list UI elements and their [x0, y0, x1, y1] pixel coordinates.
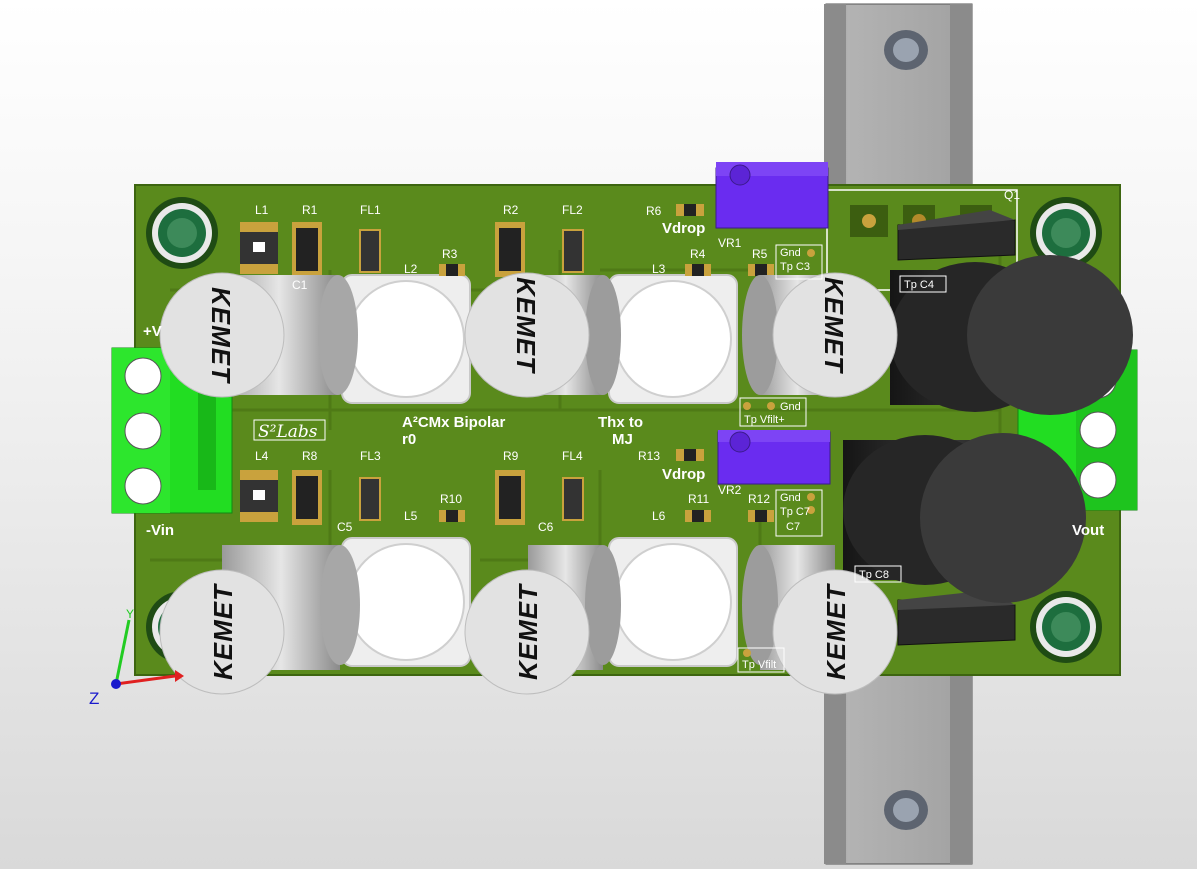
label-q1: Q1	[1004, 188, 1020, 202]
smd-fl3	[359, 477, 381, 521]
label-r8: R8	[302, 449, 318, 463]
smd-r1	[292, 222, 322, 277]
label-r10: R10	[440, 492, 462, 506]
label-r11: R11	[688, 492, 709, 506]
label-l5: L5	[404, 509, 418, 523]
smd-r13	[676, 449, 704, 461]
label-vout: Vout	[1072, 522, 1104, 539]
thanks-line1: Thx to	[598, 414, 643, 431]
inductor-l5	[341, 537, 471, 667]
label-c6: C6	[538, 520, 554, 534]
label-r6: R6	[646, 204, 662, 218]
label-r13: R13	[638, 449, 660, 463]
smd-r3	[439, 264, 465, 276]
mounting-hole-tl	[146, 197, 218, 269]
label-r1: R1	[302, 203, 318, 217]
thanks-line2: MJ	[612, 431, 633, 448]
label-tp-vfilt-plus: Tp Vfilt+	[744, 414, 785, 426]
label-gnd-mid: Gnd	[780, 401, 801, 413]
axis-z-label: Z	[89, 689, 99, 708]
label-vdrop-bottom: Vdrop	[662, 466, 705, 483]
label-l3: L3	[652, 262, 666, 276]
trimmer-vr2	[717, 430, 831, 485]
label-fl4: FL4	[562, 449, 583, 463]
label-l2: L2	[404, 262, 418, 276]
silkscreen: L1 R1 FL1 C1 R2 FL2 R3 L2 L3 R4 R5 R6 VR…	[143, 188, 1104, 673]
smd-r9	[495, 470, 525, 525]
label-vdrop-top: Vdrop	[662, 220, 705, 237]
kemet-capacitor-c1	[159, 272, 358, 398]
label-gnd-top: Gnd	[780, 247, 801, 259]
black-capacitor-bottom	[843, 433, 1086, 603]
mounting-hole-tr	[1030, 197, 1102, 269]
label-r3: R3	[442, 247, 458, 261]
trimmer-vr1	[715, 162, 829, 229]
axis-gizmo: Z Y	[89, 607, 184, 708]
axis-y-label: Y	[126, 607, 134, 621]
kemet-label-c7: KEMET	[821, 583, 851, 680]
kemet-label-c3: KEMET	[819, 277, 849, 374]
smd-fl4	[562, 477, 584, 521]
kemet-label-c2: KEMET	[511, 277, 541, 374]
label-r12: R12	[748, 492, 770, 506]
black-capacitor-top	[890, 255, 1133, 415]
kemet-label-c1: KEMET	[206, 287, 236, 384]
smd-r8	[292, 470, 322, 525]
inductor-l6	[608, 537, 738, 667]
board-title-line1: A²CMx Bipolar	[402, 414, 506, 431]
transistor-top	[897, 210, 1016, 261]
label-l4: L4	[255, 449, 269, 463]
inductor-l2	[341, 274, 471, 404]
label-r4: R4	[690, 247, 706, 261]
smd-r6	[676, 204, 704, 216]
kemet-capacitor-c3	[742, 272, 898, 398]
label-c1: C1	[292, 278, 308, 292]
smd-r2	[495, 222, 525, 277]
label-vr1: VR1	[718, 236, 742, 250]
label-vr2: VR2	[718, 483, 742, 497]
kemet-label-c6: KEMET	[513, 583, 543, 680]
label-r2: R2	[503, 203, 519, 217]
smd-r12	[748, 510, 774, 522]
input-terminal	[111, 347, 233, 514]
label-fl2: FL2	[562, 203, 583, 217]
label-tp-c8: Tp C8	[859, 569, 889, 581]
mounting-hole-br	[1030, 591, 1102, 663]
label-c7: C7	[786, 521, 800, 533]
label-tp-c4: Tp C4	[904, 279, 934, 291]
kemet-label-c5: KEMET	[208, 583, 238, 680]
label-r5: R5	[752, 247, 768, 261]
inductor-l3	[608, 274, 738, 404]
label-fl3: FL3	[360, 449, 381, 463]
kemet-capacitor-c7	[742, 545, 898, 695]
label-c5: C5	[337, 520, 353, 534]
label-tp-vfilt-minus: Tp Vfilt	[742, 659, 776, 671]
board-title-line2: r0	[402, 431, 416, 448]
label-gnd-bottom: Gnd	[780, 492, 801, 504]
label-fl1: FL1	[360, 203, 381, 217]
smd-fl1	[359, 229, 381, 273]
kemet-capacitor-c6	[464, 545, 621, 695]
label-tp-c7: Tp C7	[780, 506, 810, 518]
smd-r4	[685, 264, 711, 276]
label-tp-c3: Tp C3	[780, 261, 810, 273]
smd-l4	[240, 470, 278, 522]
label-vin-pos: +V	[143, 323, 162, 340]
smd-fl2	[562, 229, 584, 273]
smd-l1	[240, 222, 278, 274]
smd-r5	[748, 264, 774, 276]
label-l6: L6	[652, 509, 666, 523]
label-vin-neg: -Vin	[146, 522, 174, 539]
logo-s2labs: S²Labs	[258, 422, 318, 442]
label-l1: L1	[255, 203, 269, 217]
smd-r10	[439, 510, 465, 522]
label-r9: R9	[503, 449, 519, 463]
kemet-capacitor-c2	[464, 272, 621, 398]
kemet-capacitor-c5	[159, 545, 360, 695]
smd-r11	[685, 510, 711, 522]
